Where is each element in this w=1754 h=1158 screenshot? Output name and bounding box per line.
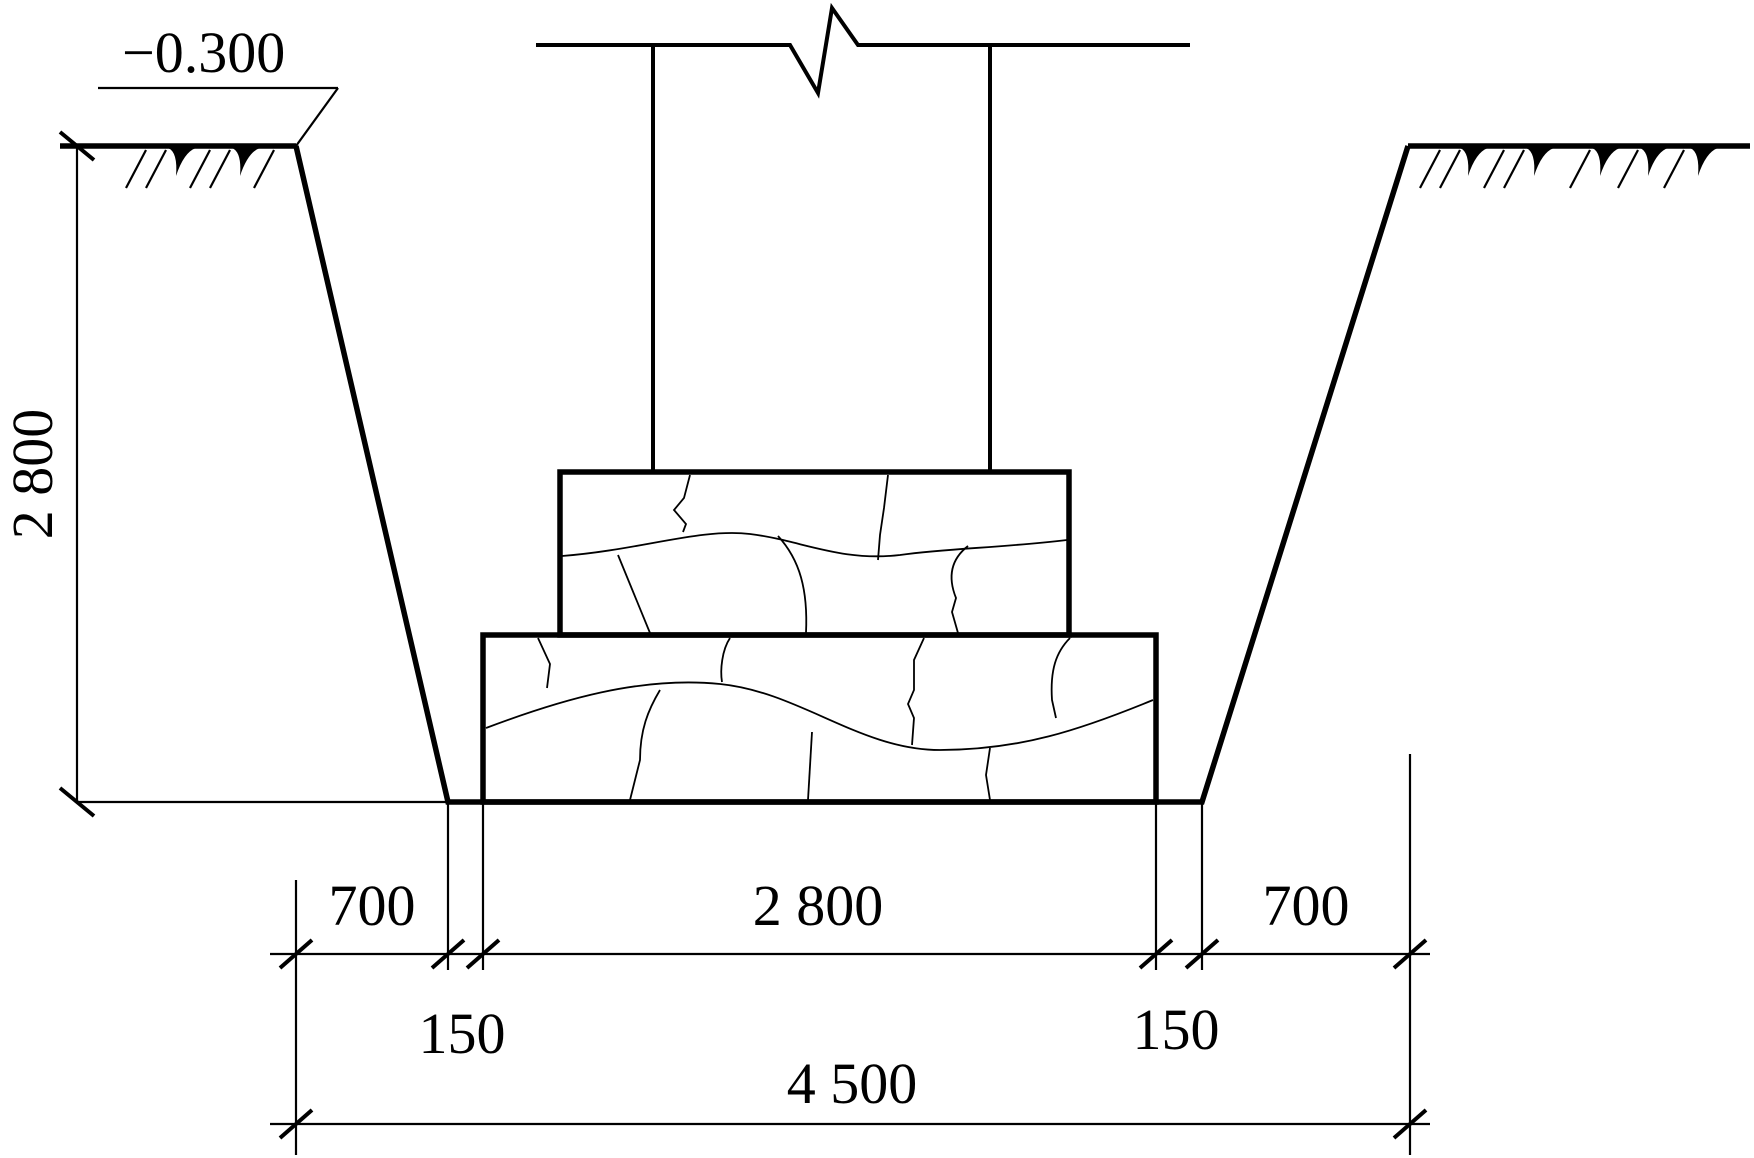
dimension-tick [1184, 938, 1220, 970]
dimension-tick [1138, 938, 1174, 970]
depth-dimension: 2 800 [0, 130, 448, 818]
ground-hatch-left [125, 148, 275, 189]
right-offset-label: 150 [1133, 997, 1220, 1062]
footing-upper-step [557, 469, 1072, 638]
soil-symbol [1526, 148, 1554, 176]
dimension-chain-total: 4 500 [270, 1051, 1430, 1140]
dimension-tick [430, 938, 466, 970]
total-width-label: 4 500 [787, 1051, 918, 1116]
footing-lower-step [480, 632, 1159, 805]
ground-hatch-right [1419, 148, 1718, 189]
stone-joints-upper [561, 474, 1068, 634]
dimension-tick [1392, 1108, 1428, 1140]
footing-width-label: 2 800 [753, 873, 884, 938]
rubble-footing [480, 469, 1159, 805]
stone-joints-lower [485, 637, 1154, 801]
dimension-tick [465, 938, 501, 970]
left-working-space-label: 700 [329, 873, 416, 938]
dimension-tick [278, 938, 314, 970]
soil-symbol [1460, 148, 1488, 176]
soil-symbol [1640, 148, 1668, 176]
left-offset-label: 150 [419, 1001, 506, 1066]
dimension-tick [278, 1108, 314, 1140]
depth-label: 2 800 [0, 409, 65, 540]
dimension-tick [58, 130, 96, 162]
dimension-tick [1392, 938, 1428, 970]
soil-symbol [232, 148, 260, 176]
column [536, 2, 1190, 472]
elevation-label: −0.300 [122, 20, 285, 85]
elevation-marker: −0.300 [98, 20, 339, 147]
dimension-tick [58, 786, 96, 818]
right-working-space-label: 700 [1263, 873, 1350, 938]
column-break-line [536, 2, 1190, 99]
soil-symbol [1690, 148, 1718, 176]
dimension-chain-upper: 700 2 800 700 150 150 [270, 754, 1430, 1155]
soil-symbol [1592, 148, 1620, 176]
elevation-triangle [295, 87, 339, 147]
soil-symbol [168, 148, 196, 176]
